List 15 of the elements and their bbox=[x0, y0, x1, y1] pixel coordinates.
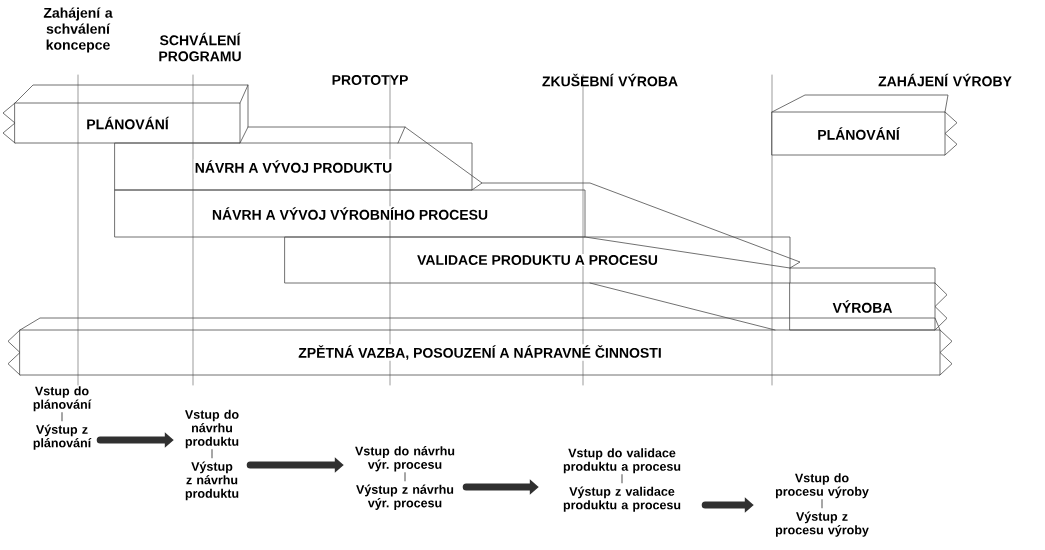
milestone-label: Zahájení a schválení koncepce bbox=[43, 7, 113, 53]
io-text: Vstup do plánování Výstup z plánování bbox=[33, 386, 92, 450]
phase-band: VALIDACE PRODUKTU A PROCESU bbox=[284, 236, 791, 331]
milestone-label: ZAHÁJENÍ VÝROBY bbox=[878, 73, 1012, 87]
phase-band: VÝROBA bbox=[789, 267, 948, 331]
milestone-label: ZKUŠEBNÍ VÝROBA bbox=[542, 73, 678, 87]
milestone-label: SCHVÁLENÍ PROGRAMU bbox=[159, 32, 241, 62]
io-text: Vstup do návrhu výr. procesu Výstup z návrhu výr. procesu bbox=[355, 446, 455, 510]
io-text: Vstup do procesu výroby Výstup z procesu výroby bbox=[775, 473, 869, 537]
phase-band: ZPĚTNÁ VAZBA, POSOUZENÍ A NÁPRAVNÉ ČINNOSTI bbox=[7, 317, 953, 376]
phase-band: PLÁNOVÁNÍ bbox=[771, 94, 958, 156]
milestone-label: PROTOTYP bbox=[332, 75, 408, 85]
io-text: Vstup do validace produktu a procesu Výstup z validace produktu a procesu bbox=[563, 448, 681, 512]
io-text: Vstup do návrhu produktu Výstup z návrhu produktu bbox=[185, 409, 239, 501]
phase-band: PLÁNOVÁNÍ bbox=[2, 84, 249, 144]
